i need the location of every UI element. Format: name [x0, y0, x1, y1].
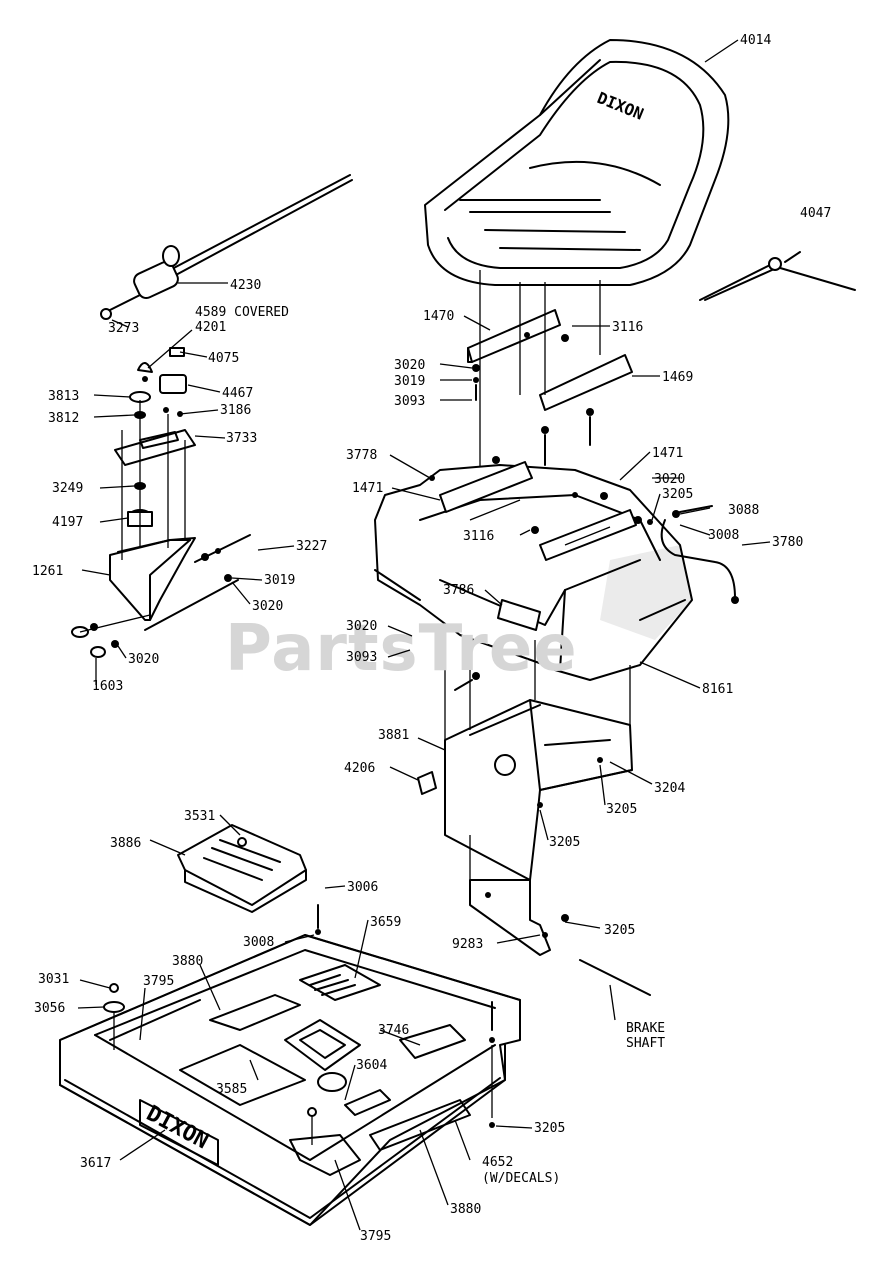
- label-3273: 3273: [108, 321, 139, 336]
- panel-3881[interactable]: [417, 630, 633, 881]
- label-3020b: 3020: [128, 652, 159, 667]
- seat-bracket-1469[interactable]: [519, 280, 633, 466]
- label-3881: 3881: [378, 728, 409, 743]
- label-9283: 9283: [452, 937, 483, 952]
- seat-bracket-1470[interactable]: [467, 270, 569, 520]
- label-3886: 3886: [110, 836, 141, 851]
- label-3780: 3780: [772, 535, 803, 550]
- label-3008a: 3008: [708, 528, 739, 543]
- label-3031: 3031: [38, 972, 69, 987]
- label-4652-decals: (W/DECALS): [482, 1171, 560, 1186]
- cable-4047[interactable]: [699, 251, 856, 301]
- label-3205a: 3205: [662, 487, 693, 502]
- watermark: PartsTree: [225, 612, 578, 686]
- label-4206: 4206: [344, 761, 375, 776]
- label-3617: 3617: [80, 1156, 111, 1171]
- label-3020c: 3020: [394, 358, 425, 373]
- label-3604: 3604: [356, 1058, 387, 1073]
- label-1261: 1261: [32, 564, 63, 579]
- fender-8161[interactable]: [374, 456, 739, 681]
- label-3056: 3056: [34, 1001, 65, 1016]
- label-3205b: 3205: [606, 802, 637, 817]
- label-brake: BRAKE: [626, 1021, 665, 1036]
- cover-3886[interactable]: [177, 824, 307, 913]
- label-3020d: 3020: [654, 472, 685, 487]
- label-4589: 4589 COVERED: [195, 305, 289, 320]
- label-4467: 4467: [222, 386, 253, 401]
- label-3205d: 3205: [604, 923, 635, 938]
- label-3204: 3204: [654, 781, 685, 796]
- label-3093b: 3093: [346, 650, 377, 665]
- label-3008b: 3008: [243, 935, 274, 950]
- label-3019b: 3019: [394, 374, 425, 389]
- label-3795b: 3795: [360, 1229, 391, 1244]
- label-3659: 3659: [370, 915, 401, 930]
- label-3880b: 3880: [450, 1202, 481, 1217]
- label-3093a: 3093: [394, 394, 425, 409]
- label-3186: 3186: [220, 403, 251, 418]
- label-3020e: 3020: [346, 619, 377, 634]
- label-1471b: 1471: [652, 446, 683, 461]
- label-8161: 8161: [702, 682, 733, 697]
- label-3746: 3746: [378, 1023, 409, 1038]
- label-4047: 4047: [800, 206, 831, 221]
- label-4652: 4652: [482, 1155, 513, 1170]
- label-3249: 3249: [52, 481, 83, 496]
- label-3812: 3812: [48, 411, 79, 426]
- label-3813: 3813: [48, 389, 79, 404]
- label-1471a: 1471: [352, 481, 383, 496]
- label-4014: 4014: [740, 33, 771, 48]
- label-3880a: 3880: [172, 954, 203, 969]
- label-3778: 3778: [346, 448, 377, 463]
- label-3585: 3585: [216, 1082, 247, 1097]
- body-4652[interactable]: DIXON: [59, 904, 521, 1226]
- label-3795a: 3795: [143, 974, 174, 989]
- control-box-1261[interactable]: [71, 347, 251, 658]
- seat-4014[interactable]: DIXON: [424, 39, 739, 286]
- label-4230: 4230: [230, 278, 261, 293]
- label-3020a: 3020: [252, 599, 283, 614]
- label-1470: 1470: [423, 309, 454, 324]
- label-3205c: 3205: [549, 835, 580, 850]
- label-3531: 3531: [184, 809, 215, 824]
- label-3088: 3088: [728, 503, 759, 518]
- part-labels: 4014 4047 4230 3273 4589 COVERED 4201 40…: [32, 33, 831, 1244]
- label-3733: 3733: [226, 431, 257, 446]
- label-3227: 3227: [296, 539, 327, 554]
- label-shaft: SHAFT: [626, 1036, 665, 1051]
- label-4197: 4197: [52, 515, 83, 530]
- label-1469: 1469: [662, 370, 693, 385]
- leader-lines: [77, 282, 771, 1231]
- label-3116b: 3116: [463, 529, 494, 544]
- label-3006: 3006: [347, 880, 378, 895]
- throttle-cable-4230[interactable]: [100, 174, 353, 320]
- label-1603: 1603: [92, 679, 123, 694]
- label-3019a: 3019: [264, 573, 295, 588]
- label-3205e: 3205: [534, 1121, 565, 1136]
- label-3116a: 3116: [612, 320, 643, 335]
- label-4201: 4201: [195, 320, 226, 335]
- label-4075: 4075: [208, 351, 239, 366]
- label-3786: 3786: [443, 583, 474, 598]
